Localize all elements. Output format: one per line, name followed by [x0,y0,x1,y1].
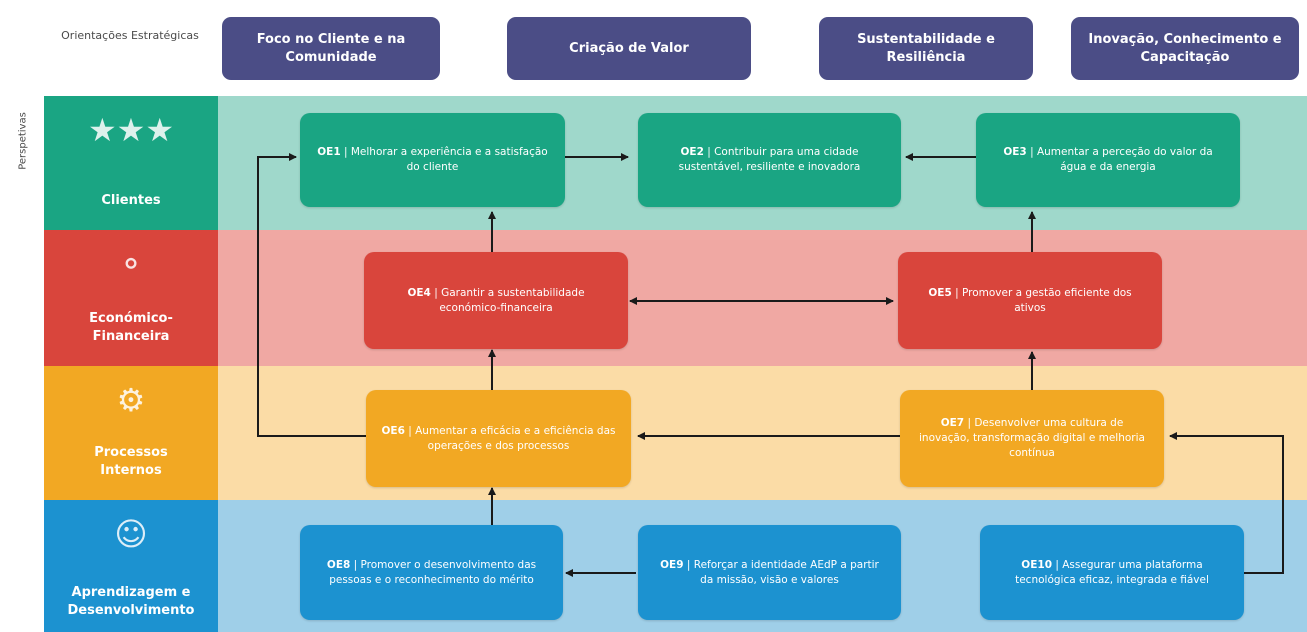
perspective-processos: ⚙ Processos Internos [44,366,218,500]
objective-oe5: OE5 | Promover a gestão eficiente dos at… [898,252,1162,349]
arrow-oe10-oe7 [1169,432,1284,574]
objective-oe1: OE1 | Melhorar a experiência e a satisfa… [300,113,565,207]
perspective-clientes-label: Clientes [101,193,161,208]
customers-icon: ★★★ [87,111,175,149]
objective-oe8: OE8 | Promover o desenvolvimento das pes… [300,525,563,620]
orientation-sustentabilidade: Sustentabilidade e Resiliência [819,17,1033,80]
objective-oe6: OE6 | Aumentar a eficácia e a eficiência… [366,390,631,487]
perspective-clientes: ★★★ Clientes [44,96,218,230]
orientation-inovacao: Inovação, Conhecimento e Capacitação [1071,17,1299,80]
perspective-aprendizagem-label: Aprendizagem e Desenvolvimento [67,585,195,618]
perspective-economico-label: Económico-Financeira [89,311,173,344]
arrow-oe6-oe1 [257,153,368,437]
perspective-aprendizagem: ☺ Aprendizagem e Desenvolvimento [44,500,218,632]
gears-icon: ⚙ [116,381,146,419]
perspective-economico: ⚬ Económico-Financeira [44,230,218,366]
objective-oe7: OE7 | Desenvolver uma cultura de inovaçã… [900,390,1164,487]
perspective-processos-label: Processos Internos [94,445,168,478]
objective-oe2: OE2 | Contribuir para uma cidade sustent… [638,113,901,207]
objective-oe4: OE4 | Garantir a sustentabilidade económ… [364,252,628,349]
coins-icon: ⚬ [117,245,145,283]
objective-oe10: OE10 | Assegurar uma plataforma tecnológ… [980,525,1244,620]
orientacoes-estrategicas-label: Orientações Estratégicas [61,29,199,42]
orientation-foco-cliente: Foco no Cliente e na Comunidade [222,17,440,80]
head-lightbulb-icon: ☺ [114,515,148,553]
orientation-criacao-valor: Criação de Valor [507,17,751,80]
objective-oe3: OE3 | Aumentar a perceção do valor da ág… [976,113,1240,207]
objective-oe9: OE9 | Reforçar a identidade AEdP a parti… [638,525,901,620]
